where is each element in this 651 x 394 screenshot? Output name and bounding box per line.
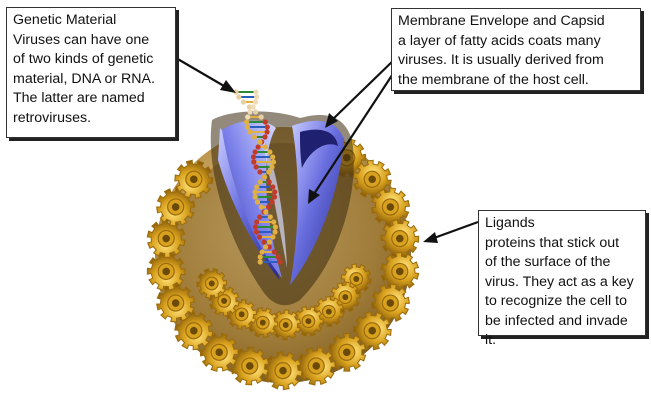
callout-membrane-envelope-text: a layer of fatty acids coats many viruse… <box>398 32 634 91</box>
dna-backbone-bead <box>258 179 263 184</box>
dna-backbone-bead <box>265 124 270 129</box>
dna-backbone-bead <box>270 199 275 204</box>
dna-backbone-bead <box>272 189 277 194</box>
dna-backbone-bead <box>258 254 263 259</box>
callout-membrane-envelope-title: Membrane Envelope and Capsid <box>398 12 634 32</box>
dna-backbone-bead <box>241 99 246 104</box>
dna-backbone-bead <box>272 249 277 254</box>
dna-backbone-bead <box>251 154 256 159</box>
dna-backbone-bead <box>261 239 266 244</box>
dna-backbone-bead <box>270 154 275 159</box>
dna-backbone-bead <box>265 129 270 134</box>
dna-backbone-bead <box>259 204 264 209</box>
dna-backbone-bead <box>255 199 260 204</box>
dna-backbone-bead <box>263 144 268 149</box>
dna-backbone-bead <box>254 229 259 234</box>
callout-ligands-title: Ligands <box>485 214 639 234</box>
dna-backbone-bead <box>271 159 276 164</box>
dna-backbone-bead <box>245 124 250 129</box>
dna-backbone-bead <box>253 194 258 199</box>
dna-backbone-bead <box>276 254 281 259</box>
dna-backbone-bead <box>254 184 259 189</box>
callout-membrane-envelope: Membrane Envelope and Capsid a layer of … <box>391 8 641 91</box>
arrow-ligands-head <box>423 232 438 243</box>
dna-backbone-bead <box>254 94 259 99</box>
dna-backbone-bead <box>248 109 253 114</box>
dna-backbone-bead <box>251 159 256 164</box>
dna-backbone-bead <box>263 209 268 214</box>
dna-backbone-bead <box>269 164 274 169</box>
dna-backbone-bead <box>271 219 276 224</box>
dna-backbone-bead <box>270 184 275 189</box>
dna-backbone-bead <box>254 164 259 169</box>
dna-backbone-bead <box>252 189 257 194</box>
dna-backbone-bead <box>257 234 262 239</box>
dna-backbone-bead <box>267 149 272 154</box>
dna-backbone-bead <box>270 234 275 239</box>
dna-backbone-bead <box>253 89 258 94</box>
dna-backbone-bead <box>257 169 262 174</box>
arrow-genetic-material <box>176 58 224 86</box>
dna-backbone-bead <box>236 94 241 99</box>
dna-backbone-bead <box>262 174 267 179</box>
dna-backbone-bead <box>267 239 272 244</box>
callout-genetic-material: Genetic Material Viruses can have one of… <box>6 7 176 138</box>
dna-backbone-bead <box>273 224 278 229</box>
dna-backbone-bead <box>248 129 253 134</box>
dna-backbone-bead <box>266 169 271 174</box>
dna-backbone-bead <box>278 259 283 264</box>
dna-backbone-bead <box>257 214 262 219</box>
dna-backbone-bead <box>258 259 263 264</box>
dna-backbone-bead <box>245 114 250 119</box>
dna-backbone-bead <box>259 114 264 119</box>
callout-genetic-material-text: Viruses can have one of two kinds of gen… <box>13 31 169 129</box>
dna-backbone-bead <box>253 99 258 104</box>
dna-backbone-bead <box>267 179 272 184</box>
dna-backbone-bead <box>252 134 257 139</box>
dna-backbone-bead <box>250 104 255 109</box>
dna-backbone-bead <box>253 149 258 154</box>
dna-backbone-bead <box>253 109 258 114</box>
dna-backbone-bead <box>244 119 249 124</box>
callout-ligands-text: proteins that stick out of the surface o… <box>485 234 639 351</box>
arrow-genetic-material-head <box>220 80 236 93</box>
dna-backbone-bead <box>253 224 258 229</box>
dna-backbone-bead <box>266 204 271 209</box>
dna-backbone-bead <box>272 194 277 199</box>
dna-backbone-bead <box>257 139 262 144</box>
arrow-membrane-envelope <box>332 56 398 120</box>
dna-backbone-bead <box>254 219 259 224</box>
callout-genetic-material-title: Genetic Material <box>13 11 169 31</box>
arrow-ligands <box>434 222 478 238</box>
dna-backbone-bead <box>260 249 265 254</box>
dna-backbone-bead <box>263 119 268 124</box>
dna-backbone-bead <box>268 214 273 219</box>
dna-backbone-bead <box>263 244 268 249</box>
callout-ligands: Ligands proteins that stick out of the s… <box>478 210 646 336</box>
dna-backbone-bead <box>256 144 261 149</box>
dna-backbone-bead <box>262 134 267 139</box>
dna-backbone-bead <box>273 229 278 234</box>
